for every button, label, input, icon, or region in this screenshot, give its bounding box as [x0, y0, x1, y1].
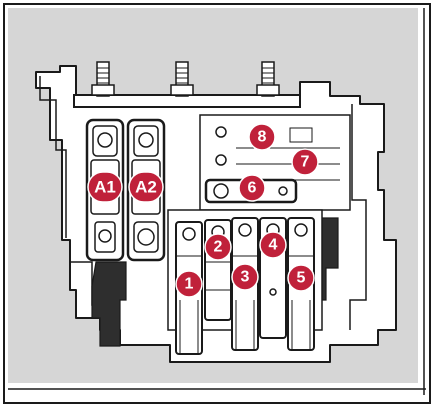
mount-hole — [215, 154, 227, 166]
terminal-bolt — [256, 61, 280, 97]
badge-7-label: 7 — [301, 154, 310, 171]
badge-8-label: 8 — [258, 129, 267, 146]
badge-1: 1 — [175, 270, 203, 298]
dark-connector-block — [91, 261, 127, 347]
badge-4-label: 4 — [269, 237, 278, 254]
fuse-box-left-wall — [39, 76, 67, 238]
badge-a1-label: A1 — [94, 178, 116, 197]
badge-2-label: 2 — [214, 239, 223, 256]
badge-a1: A1 — [87, 171, 123, 203]
mount-hole — [215, 126, 227, 138]
badge-7: 7 — [291, 148, 319, 176]
bus-bar — [73, 94, 301, 108]
badge-4: 4 — [259, 231, 287, 259]
badge-2: 2 — [204, 233, 232, 261]
badge-1-label: 1 — [185, 276, 194, 293]
terminal-bolt — [91, 61, 115, 97]
terminal-bolt — [170, 61, 194, 97]
badge-6: 6 — [238, 174, 266, 202]
badge-6-label: 6 — [248, 180, 257, 197]
badge-5-label: 5 — [297, 270, 306, 287]
badge-8: 8 — [248, 123, 276, 151]
fuse-box-right-wall — [349, 104, 367, 330]
badge-5: 5 — [287, 264, 315, 292]
badge-a2: A2 — [128, 171, 164, 203]
badge-3: 3 — [231, 263, 259, 291]
badge-a2-label: A2 — [135, 178, 157, 197]
badge-3-label: 3 — [241, 269, 250, 286]
